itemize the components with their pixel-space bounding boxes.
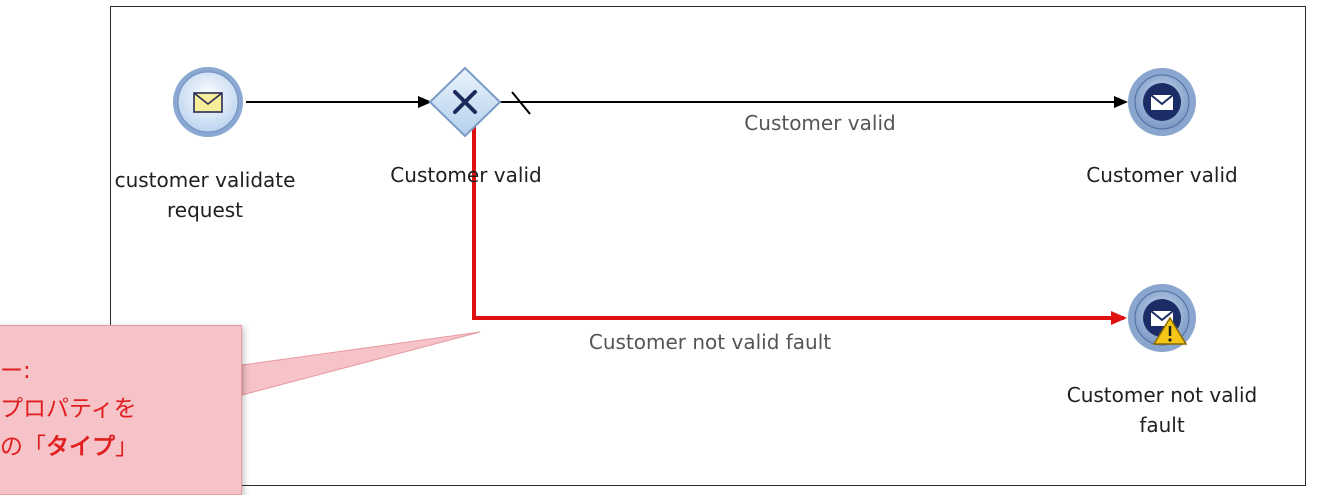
flow-gateway-to-fault[interactable] xyxy=(472,124,1127,325)
callout-text: ー: プロパティを の「タイプ」 xyxy=(0,352,240,466)
bpmn-diagram xyxy=(173,66,1196,396)
callout-line-2: プロパティを xyxy=(0,396,137,422)
start-event-envelope-icon[interactable] xyxy=(173,67,243,137)
callout-line-3-post: 」 xyxy=(115,434,138,460)
diagram-canvas xyxy=(110,6,1306,486)
callout-pointer xyxy=(241,331,481,396)
exclusive-gateway-x-icon[interactable] xyxy=(428,66,502,138)
end-valid-label: Customer valid xyxy=(1086,163,1238,187)
callout-line-3-pre: の「 xyxy=(0,434,46,460)
fault-flow-label: Customer not valid fault xyxy=(588,330,832,354)
valid-flow-label: Customer valid xyxy=(744,111,896,135)
warning-triangle-icon xyxy=(1152,316,1188,345)
end-fault-label: Customer not valid fault xyxy=(1066,383,1258,437)
callout-line-1: ー: xyxy=(0,358,31,384)
message-end-event-icon[interactable] xyxy=(1128,68,1196,136)
gateway-label: Customer valid xyxy=(390,163,542,187)
default-flow-slash-icon xyxy=(511,91,531,115)
callout-line-3-bold: タイプ xyxy=(46,434,115,460)
start-event-label: customer validate request xyxy=(114,168,296,222)
callout-box xyxy=(0,325,242,495)
